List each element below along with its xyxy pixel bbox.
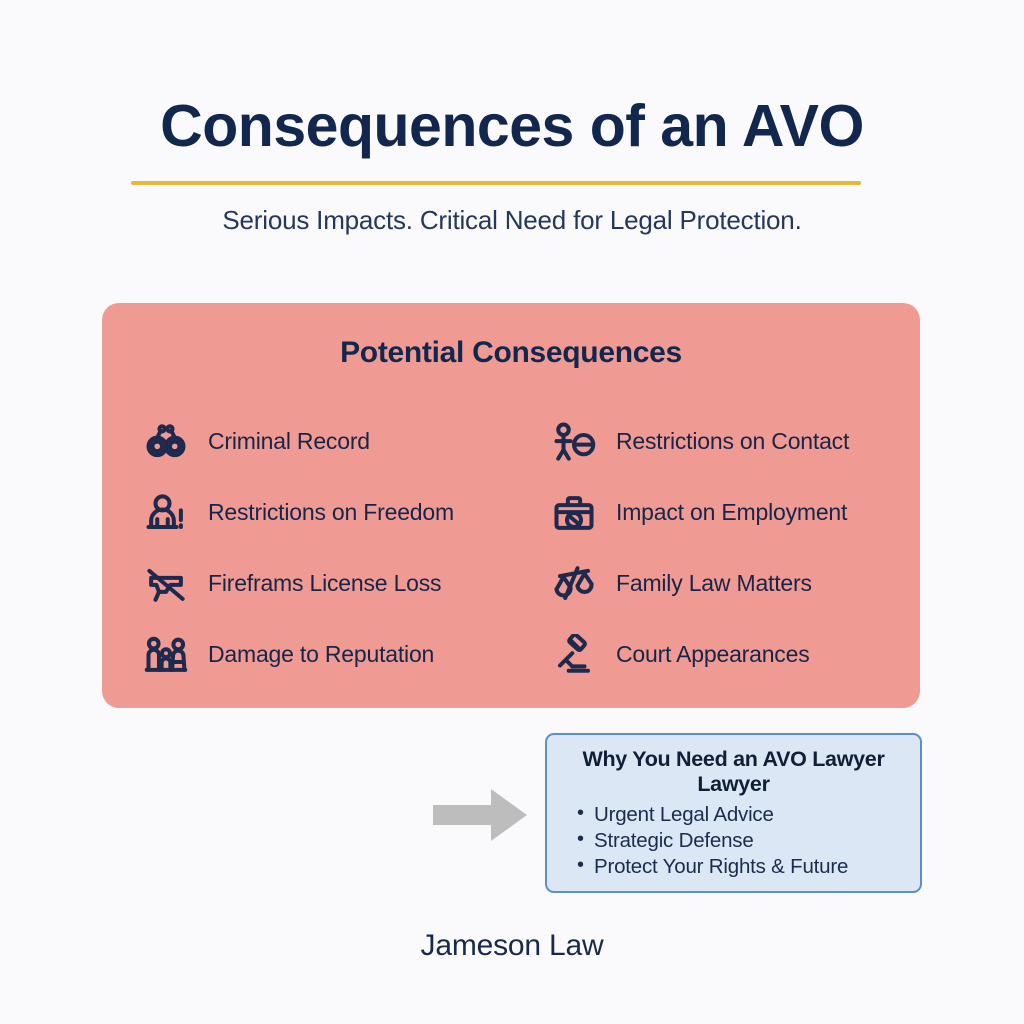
why-you-need-lawyer-callout: Why You Need an AVO Lawyer Lawyer Urgent… (545, 733, 922, 893)
handcuffs-icon (140, 419, 192, 465)
list-item-label: Restrictions on Contact (616, 428, 850, 454)
list-item: Damage to Reputation (140, 619, 511, 690)
brand-footer: Jameson Law (420, 929, 604, 962)
consequences-columns: Criminal Record Re (102, 400, 920, 690)
list-item: Protect Your Rights & Future (577, 853, 906, 880)
list-item: Strategic Defense (577, 827, 906, 854)
right-arrow-icon (433, 789, 527, 841)
list-item-label: Family Law Matters (616, 570, 812, 596)
person-behind-bars-icon (140, 490, 192, 536)
list-item: Restrictions on Freedom (140, 477, 511, 548)
title-divider (131, 181, 861, 185)
list-item-label: Court Appearances (616, 641, 810, 667)
person-no-contact-icon (548, 419, 600, 465)
callout-benefit-list: Urgent Legal Advice Strategic Defense Pr… (561, 801, 906, 880)
firearm-prohibited-icon (140, 561, 192, 607)
scales-of-justice-icon (548, 561, 600, 607)
list-item: Criminal Record (140, 406, 511, 477)
list-item: Court Appearances (548, 619, 920, 690)
family-group-icon (140, 632, 192, 678)
list-item-label: Fireframs License Loss (208, 570, 442, 596)
list-item-label: Damage to Reputation (208, 641, 435, 667)
list-item-label: Criminal Record (208, 428, 370, 454)
callout-title: Why You Need an AVO Lawyer Lawyer (582, 747, 885, 797)
consequences-left-column: Criminal Record Re (102, 400, 511, 690)
potential-consequences-panel: Potential Consequences (102, 303, 920, 708)
list-item: Family Law Matters (548, 548, 920, 619)
briefcase-prohibited-icon (548, 490, 600, 536)
panel-title: Potential Consequences (340, 336, 682, 369)
page-title: Consequences of an AVO (160, 93, 864, 159)
list-item-label: Impact on Employment (616, 499, 848, 525)
consequences-right-column: Restrictions on Contact Impact on Employ… (511, 400, 920, 690)
list-item: Impact on Employment (548, 477, 920, 548)
list-item: Fireframs License Loss (140, 548, 511, 619)
list-item: Urgent Legal Advice (577, 801, 906, 828)
gavel-icon (548, 632, 600, 678)
page-subtitle: Serious Impacts. Critical Need for Legal… (222, 205, 802, 235)
list-item-label: Restrictions on Freedom (208, 499, 454, 525)
list-item: Restrictions on Contact (548, 406, 920, 477)
